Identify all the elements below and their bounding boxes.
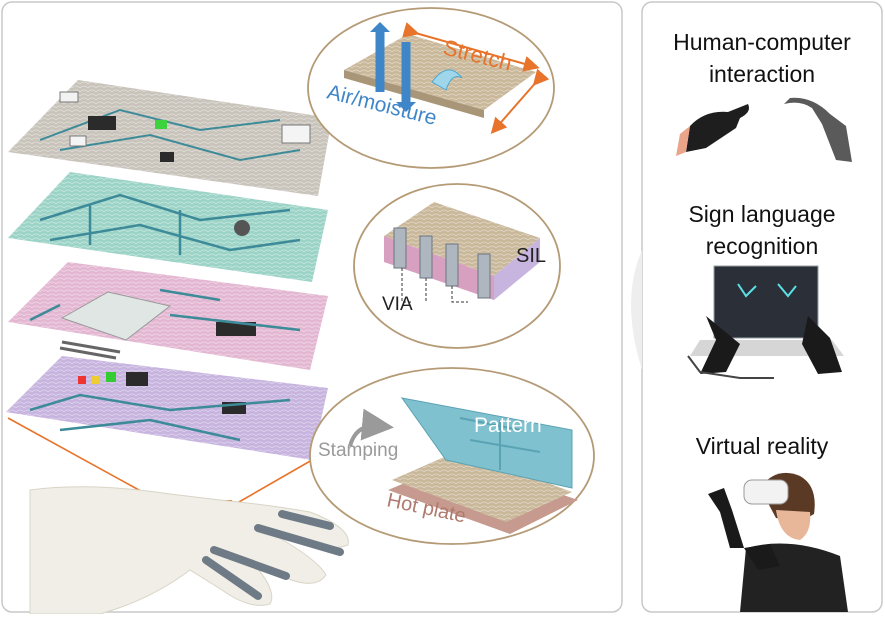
- human-hand-icon: [686, 104, 749, 152]
- face: [776, 510, 811, 540]
- layer-3-circuit: [8, 262, 328, 370]
- via-column: [419, 235, 433, 279]
- app-title-line1: Sign language: [688, 201, 835, 227]
- app-title-line1: Virtual reality: [696, 433, 829, 459]
- layer-1-component: [8, 80, 332, 196]
- stamping-arrow: [348, 408, 394, 447]
- raised-glove-icon: [708, 488, 744, 548]
- green-led-icon: [106, 372, 116, 382]
- app-title-line2: recognition: [706, 233, 819, 259]
- app-virtual-reality: Virtual reality: [696, 433, 848, 612]
- left-glove-icon: [700, 316, 740, 374]
- inset-sil-via: SIL VIA: [353, 183, 561, 349]
- pattern-label: Pattern: [474, 414, 542, 437]
- stretch-arrow-top: [402, 22, 540, 72]
- panel-connector-arrow: [631, 250, 642, 370]
- inset-stamping: Pattern Stamping Hot plate: [309, 367, 595, 545]
- app-sign-language-recognition: Sign language recognition: [687, 201, 844, 379]
- laptop-screen-icon: [713, 265, 819, 339]
- app-human-computer-interaction: Human-computer interaction: [673, 29, 852, 162]
- battery-connector-icon: [281, 124, 311, 144]
- component-icon: [234, 220, 250, 236]
- via-column: [445, 243, 459, 287]
- ic-chip-icon: [216, 322, 256, 336]
- robot-hand-icon: [784, 97, 852, 162]
- sensor-chip-icon: [60, 291, 172, 341]
- pointing-glove-icon: [744, 544, 780, 570]
- layer-2-circuit: [8, 172, 328, 282]
- stamping-label: Stamping: [318, 440, 398, 461]
- green-led-icon: [155, 120, 167, 129]
- stretch-arrow-side: [490, 68, 550, 135]
- via-column: [477, 253, 491, 299]
- yellow-led-icon: [92, 376, 100, 384]
- chip-icon: [88, 116, 116, 130]
- layer-4-circuit: [6, 356, 328, 460]
- water-splash-icon: [431, 69, 463, 91]
- vr-headset-icon: [743, 479, 789, 505]
- sil-label: SIL: [516, 245, 546, 267]
- red-led-icon: [78, 376, 86, 384]
- via-label: VIA: [382, 294, 413, 315]
- inset-stretch: Stretch Air/moisture: [307, 7, 555, 169]
- glove-illustration: [29, 486, 349, 615]
- usb-connector-icon: [59, 91, 79, 103]
- via-column: [393, 227, 407, 269]
- right-glove-icon: [802, 316, 842, 374]
- app-title-line2: interaction: [709, 61, 815, 87]
- app-title-line1: Human-computer: [673, 29, 851, 55]
